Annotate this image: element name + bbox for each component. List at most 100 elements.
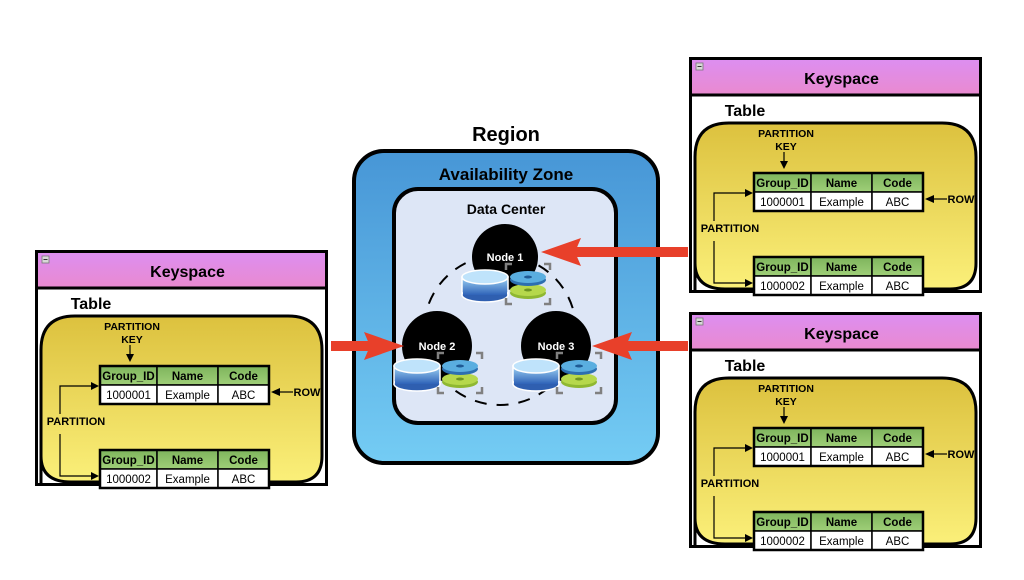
row-label: ROW (948, 194, 976, 206)
keyspace-title: Keyspace (150, 264, 225, 281)
arrow-head (364, 332, 404, 360)
node-label: Node 1 (487, 252, 524, 264)
partition-table: Group_ID Name Code 1000002 Example ABC (752, 255, 925, 297)
arrow-shaft (331, 341, 370, 351)
node-3: Node 3 (512, 311, 603, 395)
cell-value: Example (165, 390, 210, 402)
arrow-left-icon (925, 450, 934, 458)
cell-value: ABC (886, 452, 910, 464)
column-header: Name (826, 178, 857, 190)
column-header: Code (229, 371, 258, 383)
row-label: ROW (948, 449, 976, 461)
region-label: Region (472, 124, 540, 146)
partition-label: PARTITION (701, 478, 760, 490)
collapse-icon[interactable] (41, 255, 50, 264)
database-icon (461, 269, 509, 303)
node-label: Node 2 (419, 341, 456, 353)
cell-value: Example (819, 281, 864, 293)
arrow-head (592, 332, 632, 360)
partition-label: PARTITION (701, 223, 760, 235)
partition-key-label: PARTITION (758, 383, 814, 395)
arrow-shaft (575, 247, 688, 257)
cell-value: 1000002 (760, 536, 805, 548)
storage-stack-icon (504, 262, 552, 306)
table-label: Table (725, 358, 766, 375)
arrow-right-icon (91, 472, 99, 480)
arrow-right-icon (745, 534, 753, 542)
node-1: Node 1 (461, 224, 552, 306)
column-header: Code (883, 262, 912, 274)
arrow-keyspace-to-node-3 (592, 332, 688, 360)
partition-label: PARTITION (47, 416, 106, 428)
storage-stack-icon (555, 351, 603, 395)
keyspace-header (692, 60, 979, 94)
collapse-icon[interactable] (695, 62, 704, 71)
column-header: Group_ID (102, 371, 154, 383)
node-label: Node 3 (538, 341, 575, 353)
arrow-down-icon (126, 354, 134, 362)
partition-key-label: KEY (775, 141, 797, 153)
arrow-right-icon (745, 444, 753, 452)
column-header: Name (172, 371, 203, 383)
row-label: ROW (294, 387, 322, 399)
arrow-down-icon (780, 416, 788, 424)
arrow-shaft (626, 341, 688, 351)
column-header: Code (229, 455, 258, 467)
column-header: Group_ID (756, 517, 808, 529)
arrow-right-icon (745, 279, 753, 287)
cell-value: ABC (886, 197, 910, 209)
arrow-right-icon (91, 382, 99, 390)
database-icon (393, 358, 441, 392)
database-icon (512, 358, 560, 392)
partition-table: Group_ID Name Code 1000001 Example ABC (752, 171, 925, 213)
partition-table: Group_ID Name Code 1000001 Example ABC (98, 364, 271, 406)
node-2: Node 2 (393, 311, 484, 395)
column-header: Group_ID (756, 433, 808, 445)
cell-value: Example (819, 197, 864, 209)
cell-value: Example (165, 474, 210, 486)
cell-value: 1000001 (106, 390, 151, 402)
arrow-down-icon (780, 161, 788, 169)
region: Region Availability Zone Data Center Nod… (352, 124, 660, 465)
cell-value: ABC (886, 281, 910, 293)
cell-value: ABC (232, 474, 256, 486)
cell-value: 1000002 (106, 474, 151, 486)
column-header: Group_ID (756, 178, 808, 190)
column-header: Code (883, 517, 912, 529)
keyspace-header (38, 253, 325, 287)
arrow-left-icon (271, 388, 280, 396)
keyspace-title: Keyspace (804, 71, 879, 88)
cell-value: 1000002 (760, 281, 805, 293)
arrow-right-icon (745, 189, 753, 197)
arrow-left-icon (925, 195, 934, 203)
arrow-keyspace-to-node-1 (541, 238, 688, 266)
column-header: Group_ID (756, 262, 808, 274)
column-header: Code (883, 178, 912, 190)
column-header: Name (826, 262, 857, 274)
cell-value: 1000001 (760, 197, 805, 209)
collapse-icon[interactable] (695, 317, 704, 326)
partition-key-label: KEY (121, 334, 143, 346)
arrow-keyspace-to-node-2 (331, 332, 404, 360)
partition-table: Group_ID Name Code 1000002 Example ABC (98, 448, 271, 490)
cell-value: Example (819, 536, 864, 548)
cell-value: ABC (232, 390, 256, 402)
partition-key-label: PARTITION (104, 321, 160, 333)
partition-key-label: PARTITION (758, 128, 814, 140)
partition-key-label: KEY (775, 396, 797, 408)
column-header: Group_ID (102, 455, 154, 467)
column-header: Name (826, 433, 857, 445)
arrow-head (541, 238, 581, 266)
data-center-label: Data Center (467, 201, 546, 217)
column-header: Name (172, 455, 203, 467)
column-header: Code (883, 433, 912, 445)
storage-stack-icon (436, 351, 484, 395)
cell-value: Example (819, 452, 864, 464)
keyspace-title: Keyspace (804, 326, 879, 343)
